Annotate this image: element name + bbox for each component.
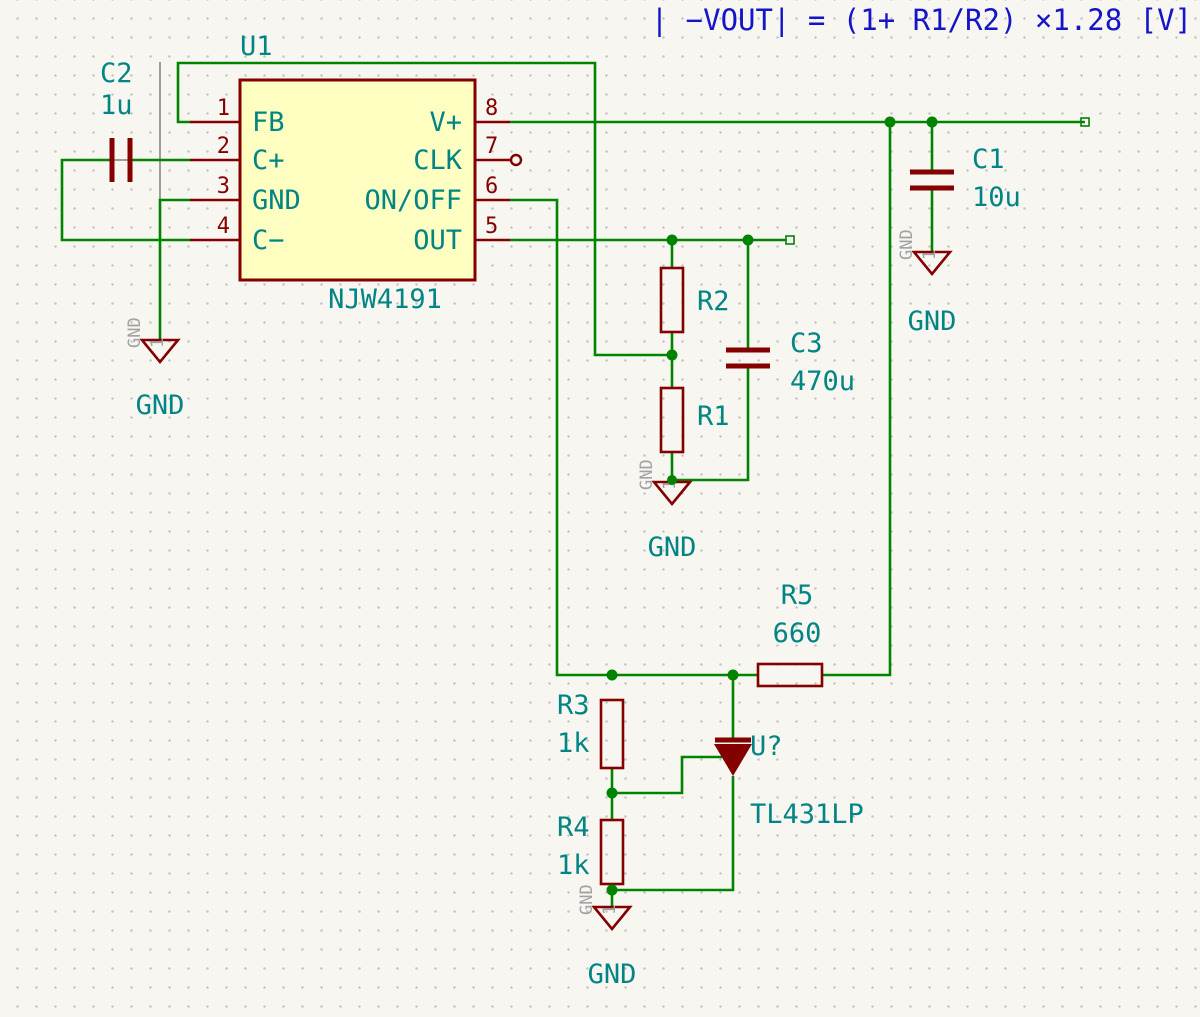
pin-number-1: 1	[217, 96, 230, 121]
resistor-r1[interactable]: R1	[659, 386, 730, 454]
r4-value-label[interactable]: 1k	[557, 850, 590, 881]
pin-name-cplus: C+	[252, 145, 285, 176]
gnd-hidden-pin-name: GND	[577, 884, 597, 915]
gnd-label[interactable]: GND	[648, 532, 697, 563]
r3-reference-label[interactable]: R3	[557, 690, 590, 721]
pin-number-6: 6	[485, 174, 498, 199]
r2-body[interactable]	[659, 266, 685, 334]
resistor-r4[interactable]: R4 1k	[557, 812, 625, 886]
pin-name-clk: CLK	[413, 145, 463, 176]
pin-7-open-circle-icon	[509, 153, 523, 167]
gnd-hidden-pin-name: GND	[637, 459, 657, 490]
wire-fb-feedback[interactable]	[176, 61, 672, 357]
pin-name-gnd: GND	[252, 185, 301, 216]
gnd-symbol-left[interactable]: GND 1 GND	[125, 317, 184, 421]
r5-value-label[interactable]: 660	[773, 618, 822, 649]
resistor-r2[interactable]: R2	[659, 266, 730, 334]
ic-u1[interactable]: U1 NJW4191 1 2 3 4 8 7 6 5 FB C+ GND C− …	[190, 31, 523, 315]
junction-dot[interactable]	[926, 116, 938, 128]
pin-name-fb: FB	[252, 107, 285, 138]
gnd-label[interactable]: GND	[908, 306, 957, 337]
r1-body[interactable]	[659, 386, 685, 454]
gnd-symbol-right[interactable]: GND 1 GND	[897, 229, 956, 337]
junction-dots	[606, 116, 938, 896]
gnd-triangle-icon[interactable]	[591, 905, 633, 932]
resistor-r3[interactable]: R3 1k	[557, 690, 625, 770]
junction-dot[interactable]	[667, 475, 677, 485]
gnd-label[interactable]: GND	[588, 959, 637, 990]
tl431-reference-label[interactable]: U?	[750, 731, 783, 762]
note-formula-text[interactable]: | −VOUT| = (1+ R1/R2) ×1.28 [V]	[651, 3, 1192, 37]
pin-name-vplus: V+	[429, 107, 462, 138]
pin-name-onoff: ON/OFF	[364, 185, 462, 216]
tl431-triangle[interactable]	[714, 744, 752, 776]
wire-pin3-gnd[interactable]	[158, 198, 190, 340]
gnd-triangle-icon[interactable]	[139, 338, 181, 365]
gnd-symbol-middle[interactable]: GND 1 GND	[637, 459, 696, 563]
pin-name-out: OUT	[413, 225, 462, 256]
gnd-hidden-pin-number: 1	[600, 905, 620, 915]
c2-value-label[interactable]: 1u	[100, 90, 133, 121]
r3-body[interactable]	[599, 698, 625, 770]
wire-c3-gnd[interactable]	[672, 366, 750, 482]
junction-dot[interactable]	[666, 234, 678, 246]
junction-dot[interactable]	[606, 884, 618, 896]
r1-reference-label[interactable]: R1	[697, 401, 730, 432]
junction-dot[interactable]	[606, 787, 618, 799]
wire-c2-to-cminus[interactable]	[60, 158, 190, 242]
junction-dot[interactable]	[884, 116, 896, 128]
gnd-label[interactable]: GND	[136, 390, 185, 421]
wire-end-square[interactable]	[785, 235, 795, 245]
pin-number-7: 7	[485, 134, 498, 159]
gnd-triangle-icon[interactable]	[911, 250, 953, 277]
gnd-hidden-pin-name: GND	[125, 317, 145, 348]
r4-reference-label[interactable]: R4	[557, 812, 590, 843]
capacitor-c2[interactable]: C2 1u	[100, 58, 133, 182]
c3-reference-label[interactable]: C3	[790, 328, 823, 359]
wires	[60, 61, 1085, 907]
capacitor-c3[interactable]: C3 470u	[726, 328, 855, 397]
ic-reference-label[interactable]: U1	[240, 31, 273, 62]
c2-reference-label[interactable]: C2	[100, 58, 133, 89]
wire-tl431-ref[interactable]	[612, 755, 722, 795]
tl431-value-label[interactable]: TL431LP	[750, 799, 864, 830]
r2-reference-label[interactable]: R2	[697, 286, 730, 317]
wire-r5-to-vplus[interactable]	[822, 122, 892, 677]
pin-number-3: 3	[217, 174, 230, 199]
gnd-hidden-pin-number: 1	[148, 338, 168, 348]
wire-end-square[interactable]	[1080, 117, 1090, 127]
pin-number-4: 4	[217, 214, 230, 239]
r5-body[interactable]	[756, 662, 824, 688]
c1-reference-label[interactable]: C1	[972, 144, 1005, 175]
c3-value-label[interactable]: 470u	[790, 366, 855, 397]
junction-dot[interactable]	[606, 669, 618, 681]
gnd-hidden-pin-name: GND	[897, 229, 917, 260]
gnd-hidden-pin-number: 1	[660, 480, 680, 490]
gnd-symbol-bottom[interactable]: GND 1 GND	[577, 884, 636, 990]
capacitor-c1[interactable]: C1 10u	[910, 144, 1021, 213]
gnd-hidden-pin-number: 1	[920, 250, 940, 260]
junction-dot[interactable]	[742, 234, 754, 246]
pin-number-8: 8	[485, 96, 498, 121]
resistor-r5[interactable]: R5 660	[756, 580, 824, 688]
pin-number-5: 5	[485, 214, 498, 239]
ic-value-label[interactable]: NJW4191	[328, 284, 442, 315]
r5-reference-label[interactable]: R5	[781, 580, 814, 611]
junction-dot[interactable]	[727, 669, 739, 681]
shunt-regulator-tl431[interactable]: U? TL431LP	[714, 731, 864, 830]
wire-tl431-anode[interactable]	[612, 776, 735, 892]
c1-value-label[interactable]: 10u	[972, 182, 1021, 213]
ic-body[interactable]	[238, 78, 477, 282]
pin-number-2: 2	[217, 134, 230, 159]
wire-onoff[interactable]	[510, 198, 612, 677]
pin-name-cminus: C−	[252, 225, 285, 256]
r3-value-label[interactable]: 1k	[557, 728, 590, 759]
r4-body[interactable]	[599, 818, 625, 886]
junction-dot[interactable]	[666, 349, 678, 361]
